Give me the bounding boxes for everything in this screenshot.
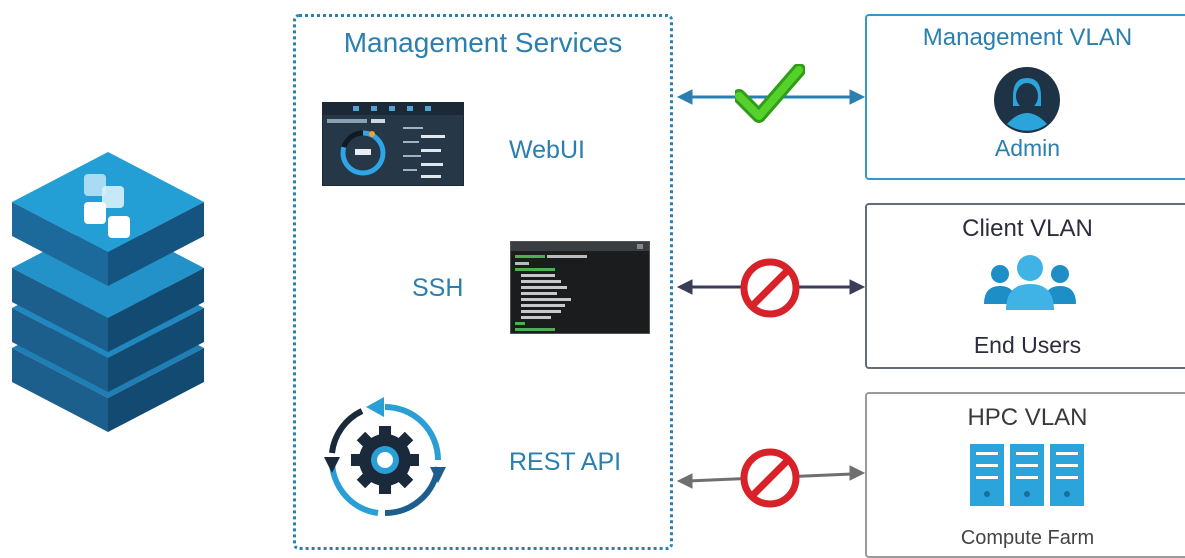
logo-mark-icon	[84, 174, 130, 238]
service-label-rest-api: REST API	[509, 448, 622, 476]
prohibited-icon-hpc	[740, 448, 800, 508]
admin-label: Admin	[994, 135, 1061, 161]
service-label-ssh: SSH	[412, 274, 464, 302]
management-vlan-title: Management VLAN	[922, 24, 1133, 51]
hpc-vlan-title: HPC VLAN	[967, 404, 1088, 431]
users-group-icon	[984, 255, 1076, 310]
end-users-label: End Users	[973, 332, 1082, 358]
checkmark-icon	[735, 64, 805, 123]
server-rack-icon	[970, 444, 1084, 506]
webui-screenshot-icon	[322, 102, 464, 186]
management-services-title: Management Services	[343, 27, 623, 58]
client-vlan-title: Client VLAN	[962, 215, 1093, 242]
compute-farm-label: Compute Farm	[960, 527, 1095, 549]
cluster-stack-logo	[12, 152, 204, 432]
service-label-webui: WebUI	[509, 136, 585, 164]
gear-cycle-icon	[324, 397, 446, 517]
management-services-box	[293, 14, 673, 550]
prohibited-icon-client	[740, 258, 800, 318]
admin-user-icon	[994, 67, 1060, 133]
terminal-screenshot-icon	[510, 241, 650, 334]
